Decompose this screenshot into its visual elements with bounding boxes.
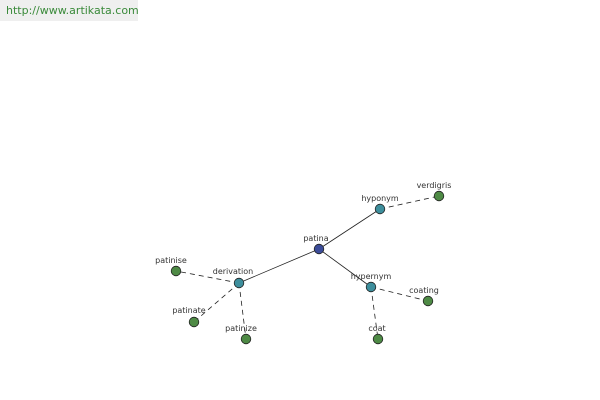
edge-patina-derivation bbox=[238, 248, 320, 284]
node-label-patinise: patinise bbox=[155, 256, 187, 265]
edge-patina-hypernym bbox=[318, 248, 372, 288]
node-dot-hyponym[interactable] bbox=[374, 203, 386, 215]
node-verdigris[interactable]: verdigris bbox=[417, 181, 452, 202]
graph-nodes: patina hyponym verdigris derivation patinise… bbox=[155, 181, 452, 345]
node-label-coating: coating bbox=[409, 286, 439, 295]
node-hyponym[interactable]: hyponym bbox=[361, 194, 399, 215]
edge-derivation-patinize bbox=[238, 282, 247, 340]
node-derivation[interactable]: derivation bbox=[213, 267, 253, 289]
node-label-derivation: derivation bbox=[213, 267, 253, 276]
edge-derivation-patinise bbox=[175, 270, 240, 284]
node-label-hypernym: hypernym bbox=[351, 272, 392, 281]
node-dot-derivation[interactable] bbox=[233, 277, 245, 289]
node-patinise[interactable]: patinise bbox=[155, 256, 187, 277]
edge-patina-hyponym bbox=[318, 208, 381, 250]
edge-hyponym-verdigris bbox=[379, 195, 440, 210]
node-dot-patinate[interactable] bbox=[188, 316, 200, 328]
node-patinize[interactable]: patinize bbox=[225, 324, 257, 345]
node-dot-patinize[interactable] bbox=[240, 333, 252, 345]
node-dot-hypernym[interactable] bbox=[365, 281, 377, 293]
graph-edges bbox=[175, 195, 440, 340]
node-dot-coating[interactable] bbox=[422, 295, 434, 307]
node-dot-patina[interactable] bbox=[313, 243, 325, 255]
node-label-patinize: patinize bbox=[225, 324, 257, 333]
edge-derivation-patinate bbox=[193, 282, 240, 323]
node-patina[interactable]: patina bbox=[303, 234, 329, 255]
node-coating[interactable]: coating bbox=[409, 286, 439, 307]
node-dot-coat[interactable] bbox=[372, 333, 384, 345]
node-dot-patinise[interactable] bbox=[170, 265, 182, 277]
node-label-patina: patina bbox=[303, 234, 328, 243]
source-url[interactable]: http://www.artikata.com bbox=[0, 0, 139, 21]
node-label-coat: coat bbox=[368, 324, 385, 333]
node-dot-verdigris[interactable] bbox=[433, 190, 445, 202]
node-label-verdigris: verdigris bbox=[417, 181, 452, 190]
node-label-hyponym: hyponym bbox=[361, 194, 399, 203]
edge-hypernym-coating bbox=[370, 286, 429, 302]
node-coat[interactable]: coat bbox=[368, 324, 386, 345]
node-patinate[interactable]: patinate bbox=[172, 306, 206, 328]
node-label-patinate: patinate bbox=[172, 306, 205, 315]
node-hypernym[interactable]: hypernym bbox=[351, 272, 392, 293]
